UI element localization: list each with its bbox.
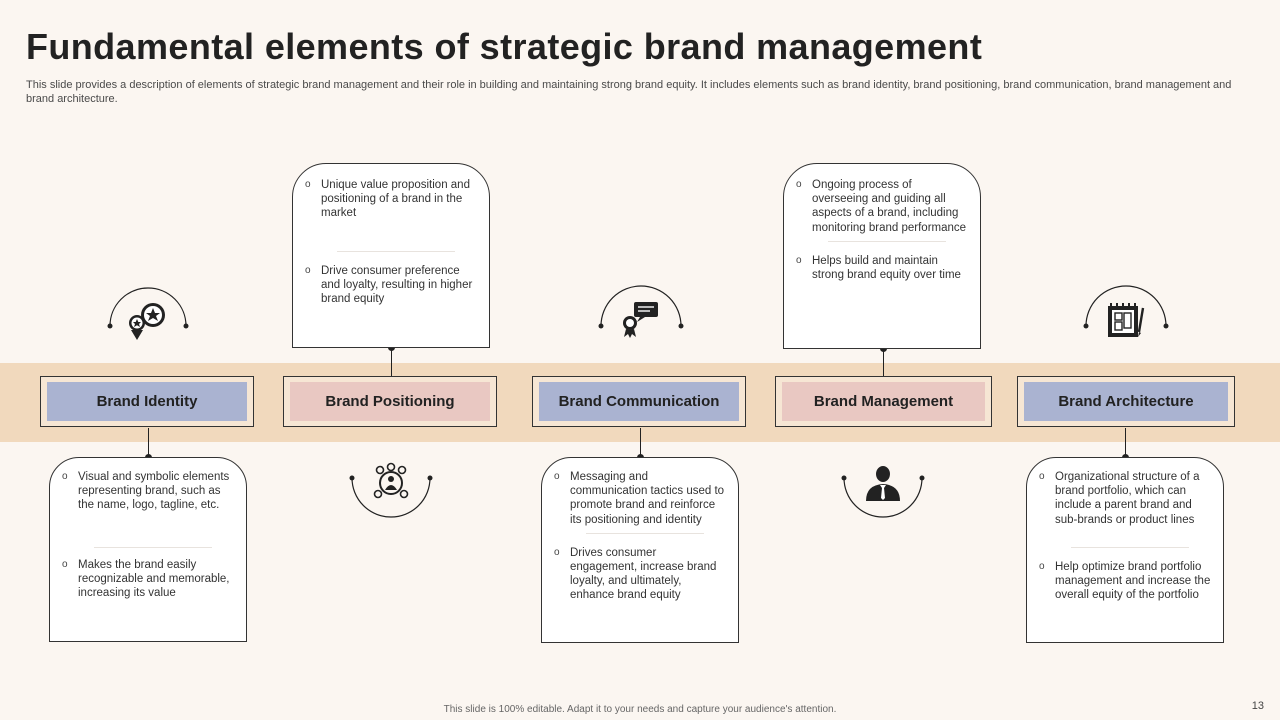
divider (828, 240, 946, 242)
divider (1071, 546, 1189, 548)
businessman-icon (838, 460, 928, 520)
brand-positioning-label: Brand Positioning (290, 382, 490, 421)
page-number: 13 (1251, 700, 1264, 712)
divider (337, 250, 455, 252)
connector-line (148, 428, 149, 458)
connector-line (640, 428, 641, 458)
brand-identity-box: Brand Identity (40, 376, 254, 427)
brand-communication-box: Brand Communication (532, 376, 746, 427)
divider (586, 532, 704, 534)
brand-architecture-label: Brand Architecture (1024, 382, 1228, 421)
connector-line (391, 347, 392, 377)
brand-identity-label: Brand Identity (47, 382, 247, 421)
page-title: Fundamental elements of strategic brand … (26, 26, 983, 67)
blueprint-planner-icon (1081, 285, 1171, 346)
brand-architecture-box: Brand Architecture (1017, 376, 1235, 427)
divider (94, 546, 212, 548)
footer-note: This slide is 100% editable. Adapt it to… (443, 704, 837, 715)
award-message-icon (596, 285, 686, 346)
brand-management-label: Brand Management (782, 382, 985, 421)
target-audience-icon (346, 460, 436, 520)
brand-management-box: Brand Management (775, 376, 992, 427)
brand-positioning-box: Brand Positioning (283, 376, 497, 427)
connector-line (883, 348, 884, 377)
page-subtitle: This slide provides a description of ele… (26, 79, 1232, 105)
star-badge-icon (103, 286, 193, 346)
brand-communication-label: Brand Communication (539, 382, 739, 421)
connector-line (1125, 428, 1126, 458)
